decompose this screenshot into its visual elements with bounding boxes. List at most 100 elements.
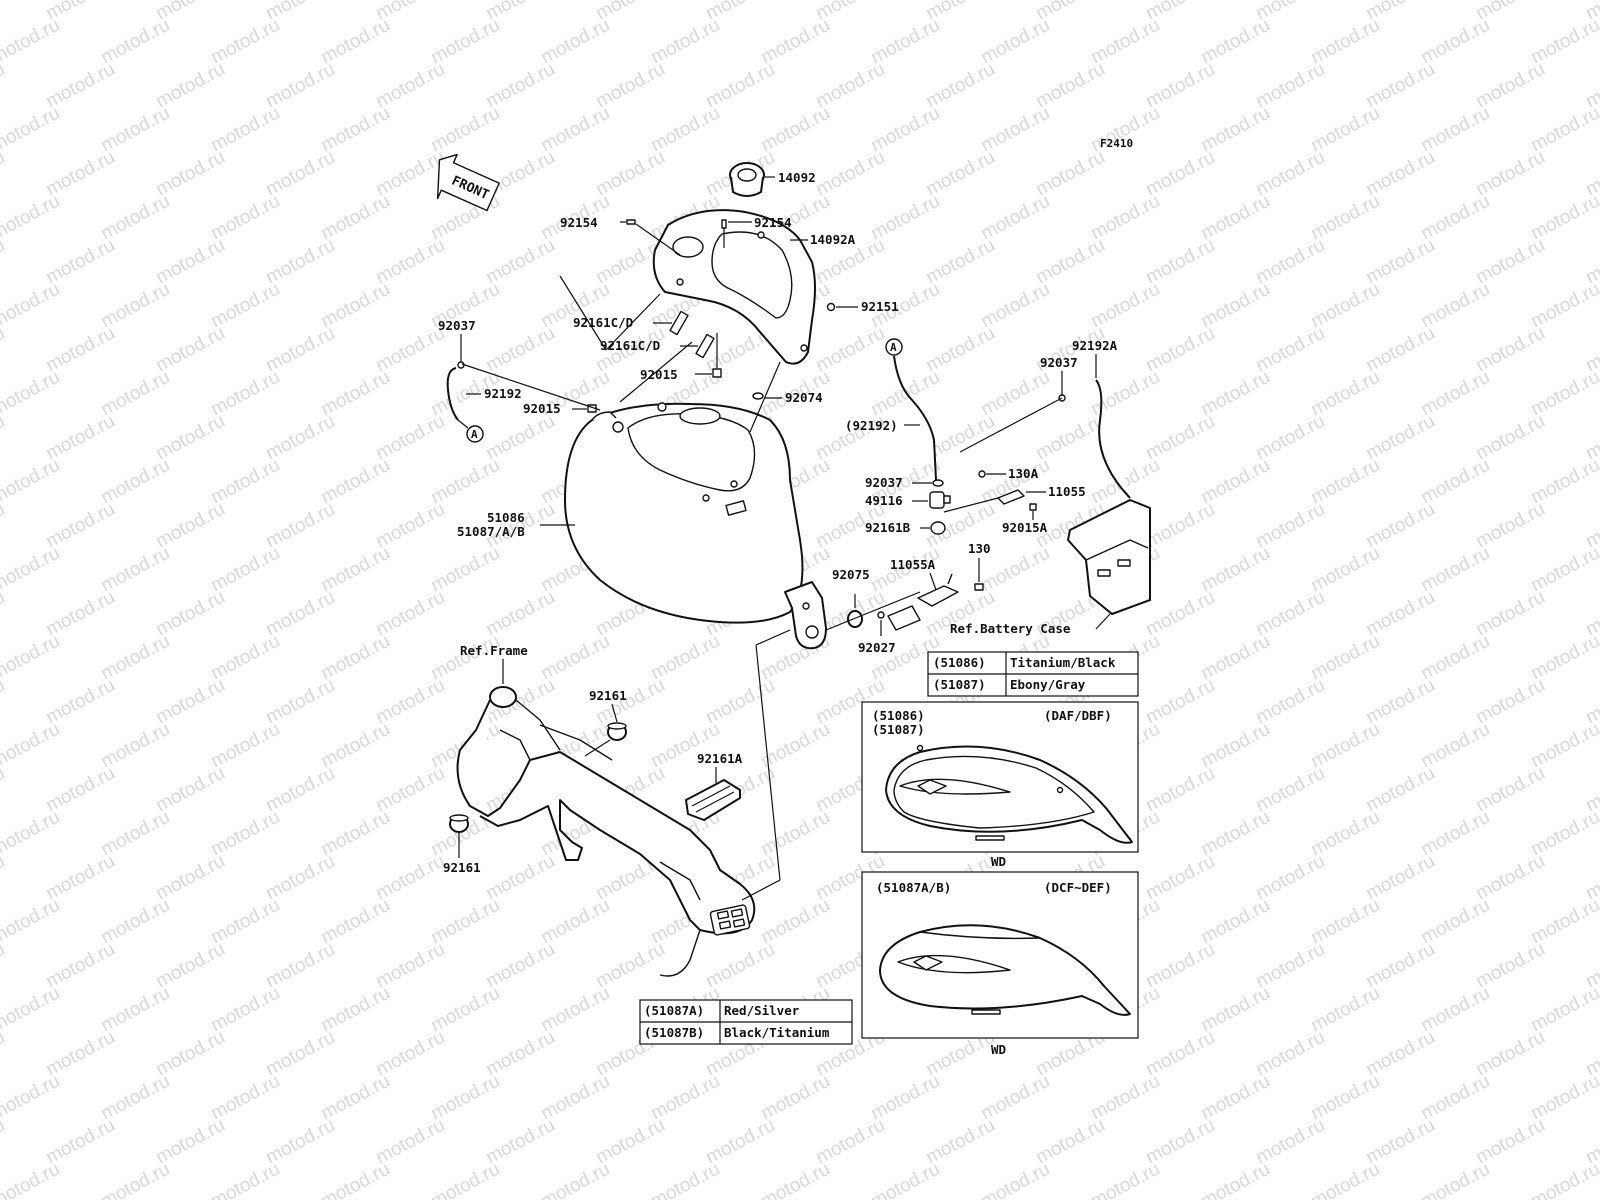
- watermark-text: motod.ru: [1527, 1159, 1600, 1200]
- label-11055: 11055: [1048, 484, 1086, 499]
- watermark-text: motod.ru: [647, 1159, 723, 1200]
- watermark-text: motod.ru: [0, 587, 9, 641]
- watermark-text: motod.ru: [1197, 1159, 1273, 1200]
- watermark-text: motod.ru: [0, 323, 9, 377]
- watermark-text: motod.ru: [0, 851, 9, 905]
- ref-frame: Ref.Frame: [460, 643, 528, 658]
- bracket-11055a: [917, 573, 959, 607]
- collar-92027: [877, 611, 885, 619]
- screw-92154-right: [721, 219, 727, 229]
- label-92151: 92151: [861, 299, 899, 314]
- label-92037-right: 92037: [1040, 355, 1078, 370]
- ref-a-left-marker: [466, 425, 484, 443]
- inset-upper-part2: (51087): [872, 722, 925, 737]
- inset-lower-part1: (51087A/B): [876, 880, 951, 895]
- label-14092A: 14092A: [810, 232, 856, 247]
- watermark-text: motod.ru: [0, 191, 64, 245]
- watermark-text: motod.ru: [0, 1027, 9, 1081]
- label-92075: 92075: [832, 567, 870, 582]
- pad-holder: [887, 605, 921, 631]
- label-92037-left: 92037: [438, 318, 476, 333]
- watermark-text: motod.ru: [0, 59, 9, 113]
- inset-lower-caption: WD: [991, 1042, 1006, 1057]
- fuel-tank-drawing: [564, 402, 827, 650]
- watermark-text: motod.ru: [0, 235, 9, 289]
- watermark-text: motod.ru: [0, 807, 64, 861]
- watermark-text: motod.ru: [0, 895, 64, 949]
- watermark-text: motod.ru: [0, 631, 64, 685]
- frame-drawing: [456, 686, 756, 977]
- table-top-code-1: (51087): [933, 677, 986, 692]
- pad-92161a: [685, 779, 741, 821]
- pad-92161cd-1: [669, 310, 689, 336]
- table-top-color-1: Ebony/Gray: [1010, 677, 1086, 692]
- valve-49116: [929, 491, 951, 509]
- watermark-text: motod.ru: [0, 103, 64, 157]
- ref-a-right-marker: [885, 338, 903, 356]
- watermark-text: motod.ru: [1307, 1159, 1383, 1200]
- label-92161-bottom: 92161: [443, 860, 481, 875]
- bolt-92151: [826, 302, 836, 312]
- watermark-text: motod.ru: [1417, 1159, 1493, 1200]
- screw-92154-left: [626, 219, 636, 225]
- label-130A: 130A: [1008, 466, 1039, 481]
- label-92192-paren: (92192): [845, 418, 898, 433]
- fuel-cap-drawing: [729, 162, 765, 197]
- washer-92074: [752, 392, 764, 400]
- watermark-text: motod.ru: [0, 455, 64, 509]
- label-92037-mid: 92037: [865, 475, 903, 490]
- inset-upper-caption: WD: [991, 854, 1006, 869]
- hose-92192: [446, 367, 459, 421]
- watermark-text: motod.ru: [0, 1159, 64, 1200]
- ref-a-left: A: [471, 428, 478, 441]
- label-11055A: 11055A: [890, 557, 936, 572]
- tank-cover-drawing: [652, 209, 816, 365]
- bolt-130a: [978, 470, 986, 478]
- watermark-text: motod.ru: [1087, 1159, 1163, 1200]
- label-92074: 92074: [785, 390, 823, 405]
- watermark-text: motod.ru: [0, 279, 64, 333]
- bracket-11055: [997, 489, 1025, 505]
- color-table-top: (51086) Titanium/Black (51087) Ebony/Gra…: [927, 651, 1139, 697]
- watermark-text: motod.ru: [0, 1071, 64, 1125]
- inset-lower-variant: (DCF~DEF): [1044, 880, 1112, 895]
- label-130: 130: [968, 541, 991, 556]
- label-92027: 92027: [858, 640, 896, 655]
- label-51087AB: 51087/A/B: [457, 524, 525, 539]
- watermark-text: motod.ru: [977, 1159, 1053, 1200]
- inset-upper-part1: (51086): [872, 708, 925, 723]
- watermark-text: motod.ru: [0, 675, 9, 729]
- watermark-text: motod.ru: [97, 1159, 173, 1200]
- label-92015A: 92015A: [1002, 520, 1048, 535]
- inset-upper-variant: (DAF/DBF): [1044, 708, 1112, 723]
- clamp-92037-mid: [932, 479, 944, 487]
- table-bottom-color-0: Red/Silver: [724, 1003, 800, 1018]
- front-arrow-icon: FRONT: [436, 153, 500, 212]
- label-14092: 14092: [778, 170, 816, 185]
- label-51086: 51086: [487, 510, 525, 525]
- watermark-text: motod.ru: [0, 1115, 9, 1169]
- damper-92161-bottom: [449, 814, 469, 833]
- watermark-text: motod.ru: [0, 147, 9, 201]
- label-92192A: 92192A: [1072, 338, 1118, 353]
- inset-upper: (51086) (51087) (DAF/DBF) WD: [861, 701, 1139, 869]
- watermark-text: motod.ru: [207, 1159, 283, 1200]
- damper-92075: [847, 610, 863, 628]
- color-table-bottom: (51087A) Red/Silver (51087B) Black/Titan…: [639, 999, 853, 1045]
- label-92192: 92192: [484, 386, 522, 401]
- watermark-text: motod.ru: [317, 1159, 393, 1200]
- watermark-text: motod.ru: [0, 543, 64, 597]
- table-top-code-0: (51086): [933, 655, 986, 670]
- hose-92192-paren: [893, 355, 937, 481]
- watermark-text: motod.ru: [867, 1159, 943, 1200]
- watermark-text: motod.ru: [0, 0, 9, 24]
- figure-code: F2410: [1100, 137, 1133, 150]
- pad-92161cd-2: [695, 333, 715, 359]
- label-92154-left: 92154: [560, 215, 598, 230]
- label-92161-top: 92161: [589, 688, 627, 703]
- grommet-92015a: [1029, 503, 1037, 511]
- inset-lower: (51087A/B) (DCF~DEF) WD: [861, 871, 1139, 1057]
- watermark-text: motod.ru: [0, 15, 64, 69]
- watermark-text: motod.ru: [0, 983, 64, 1037]
